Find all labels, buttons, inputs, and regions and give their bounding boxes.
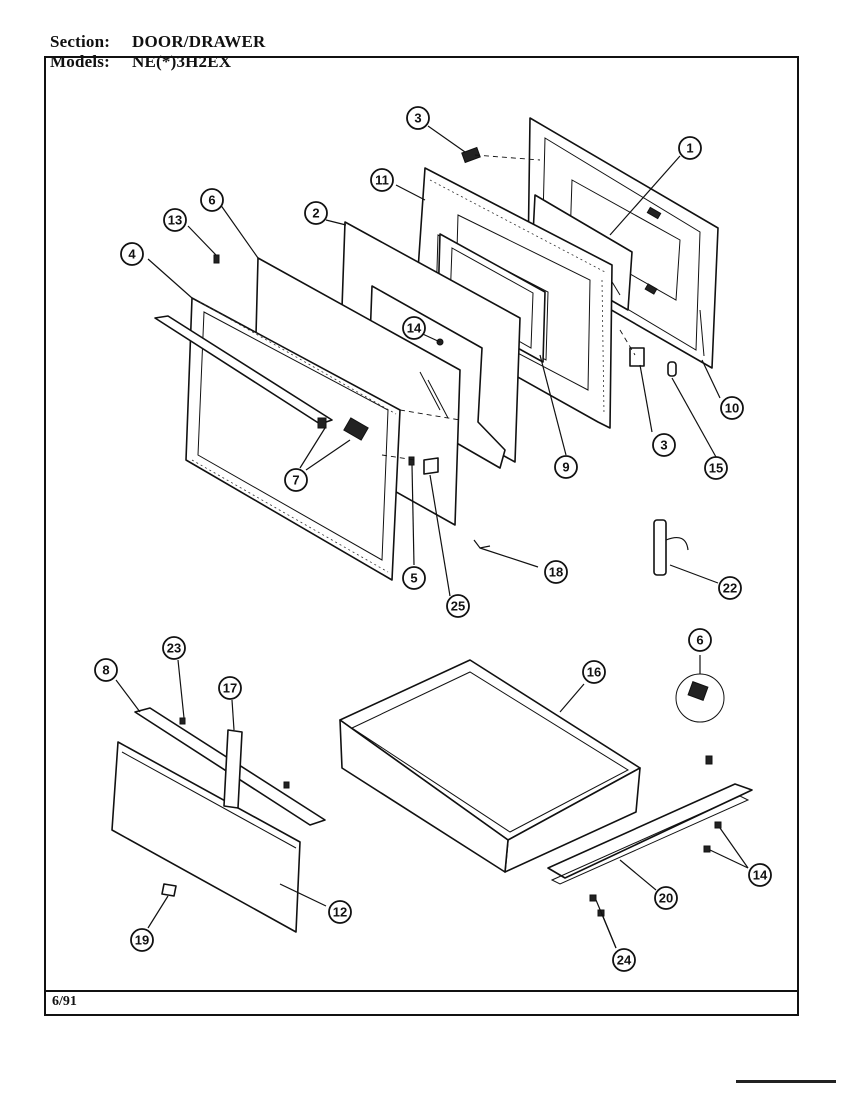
footer-date: 6/91 (52, 994, 77, 1009)
page-rule (736, 1080, 836, 1083)
svg-text:12: 12 (333, 905, 347, 920)
part-17-bracket (223, 729, 243, 809)
callout-12: 12 (328, 900, 352, 924)
callout-20: 20 (654, 886, 678, 910)
callout-24: 24 (612, 948, 636, 972)
callout-11: 11 (370, 168, 394, 192)
callout-25: 25 (446, 594, 470, 618)
callout-3-side: 3 (652, 433, 676, 457)
svg-text:6: 6 (208, 193, 215, 208)
part-6-detail (675, 673, 725, 765)
callout-2: 2 (304, 201, 328, 225)
svg-text:14: 14 (753, 868, 768, 883)
footer-divider (44, 990, 799, 992)
part-12-drawer-front (111, 741, 301, 933)
part-3-hinge-receptacle-side (629, 347, 645, 367)
callout-19: 19 (130, 928, 154, 952)
part-15-bumper (667, 361, 677, 377)
callout-14-drawer: 14 (748, 863, 772, 887)
part-7-handle (154, 315, 369, 441)
svg-text:11: 11 (375, 173, 389, 188)
callout-23: 23 (162, 636, 186, 660)
callout-18: 18 (544, 560, 568, 584)
svg-text:14: 14 (407, 321, 422, 336)
callout-14-top: 14 (402, 316, 426, 340)
svg-text:3: 3 (414, 111, 421, 126)
svg-text:1: 1 (686, 141, 693, 156)
svg-text:25: 25 (451, 599, 465, 614)
svg-text:20: 20 (659, 891, 673, 906)
svg-text:2: 2 (312, 206, 319, 221)
diagram-frame (44, 56, 799, 1016)
callout-22: 22 (718, 576, 742, 600)
svg-text:23: 23 (167, 641, 181, 656)
callout-3-top: 3 (406, 106, 430, 130)
svg-text:3: 3 (660, 438, 667, 453)
svg-text:22: 22 (723, 581, 737, 596)
svg-text:18: 18 (549, 565, 563, 580)
callout-4: 4 (120, 242, 144, 266)
svg-text:5: 5 (410, 571, 417, 586)
part-22-hinge (653, 519, 689, 576)
part-19-clip (161, 883, 177, 897)
callout-13: 13 (163, 208, 187, 232)
callout-17: 17 (218, 676, 242, 700)
part-18-spring (473, 539, 491, 549)
svg-text:8: 8 (102, 663, 109, 678)
svg-text:17: 17 (223, 681, 237, 696)
callout-16: 16 (582, 660, 606, 684)
callout-6-top: 6 (200, 188, 224, 212)
svg-text:15: 15 (709, 461, 723, 476)
callout-6-detail: 6 (688, 628, 712, 652)
callout-8: 8 (94, 658, 118, 682)
section-value: DOOR/DRAWER (132, 32, 266, 51)
svg-text:4: 4 (128, 247, 136, 262)
section-label: Section: (50, 32, 111, 51)
callout-15: 15 (704, 456, 728, 480)
svg-text:6: 6 (696, 633, 703, 648)
part-20-slide (547, 783, 753, 885)
callout-7: 7 (284, 468, 308, 492)
svg-text:7: 7 (292, 473, 299, 488)
svg-text:10: 10 (725, 401, 739, 416)
part-10-door-back-panel (527, 117, 719, 369)
callout-1: 1 (678, 136, 702, 160)
callout-5: 5 (402, 566, 426, 590)
part-25-label (423, 457, 439, 475)
svg-text:24: 24 (617, 953, 632, 968)
svg-text:9: 9 (562, 460, 569, 475)
part-13-screw (213, 254, 220, 264)
svg-text:19: 19 (135, 933, 149, 948)
part-16-drawer (339, 659, 641, 873)
callout-10: 10 (720, 396, 744, 420)
callout-9: 9 (554, 455, 578, 479)
svg-text:16: 16 (587, 665, 601, 680)
part-5-screw (408, 456, 415, 466)
part-3-hinge-receptacle-top (461, 146, 481, 164)
svg-text:13: 13 (168, 213, 182, 228)
